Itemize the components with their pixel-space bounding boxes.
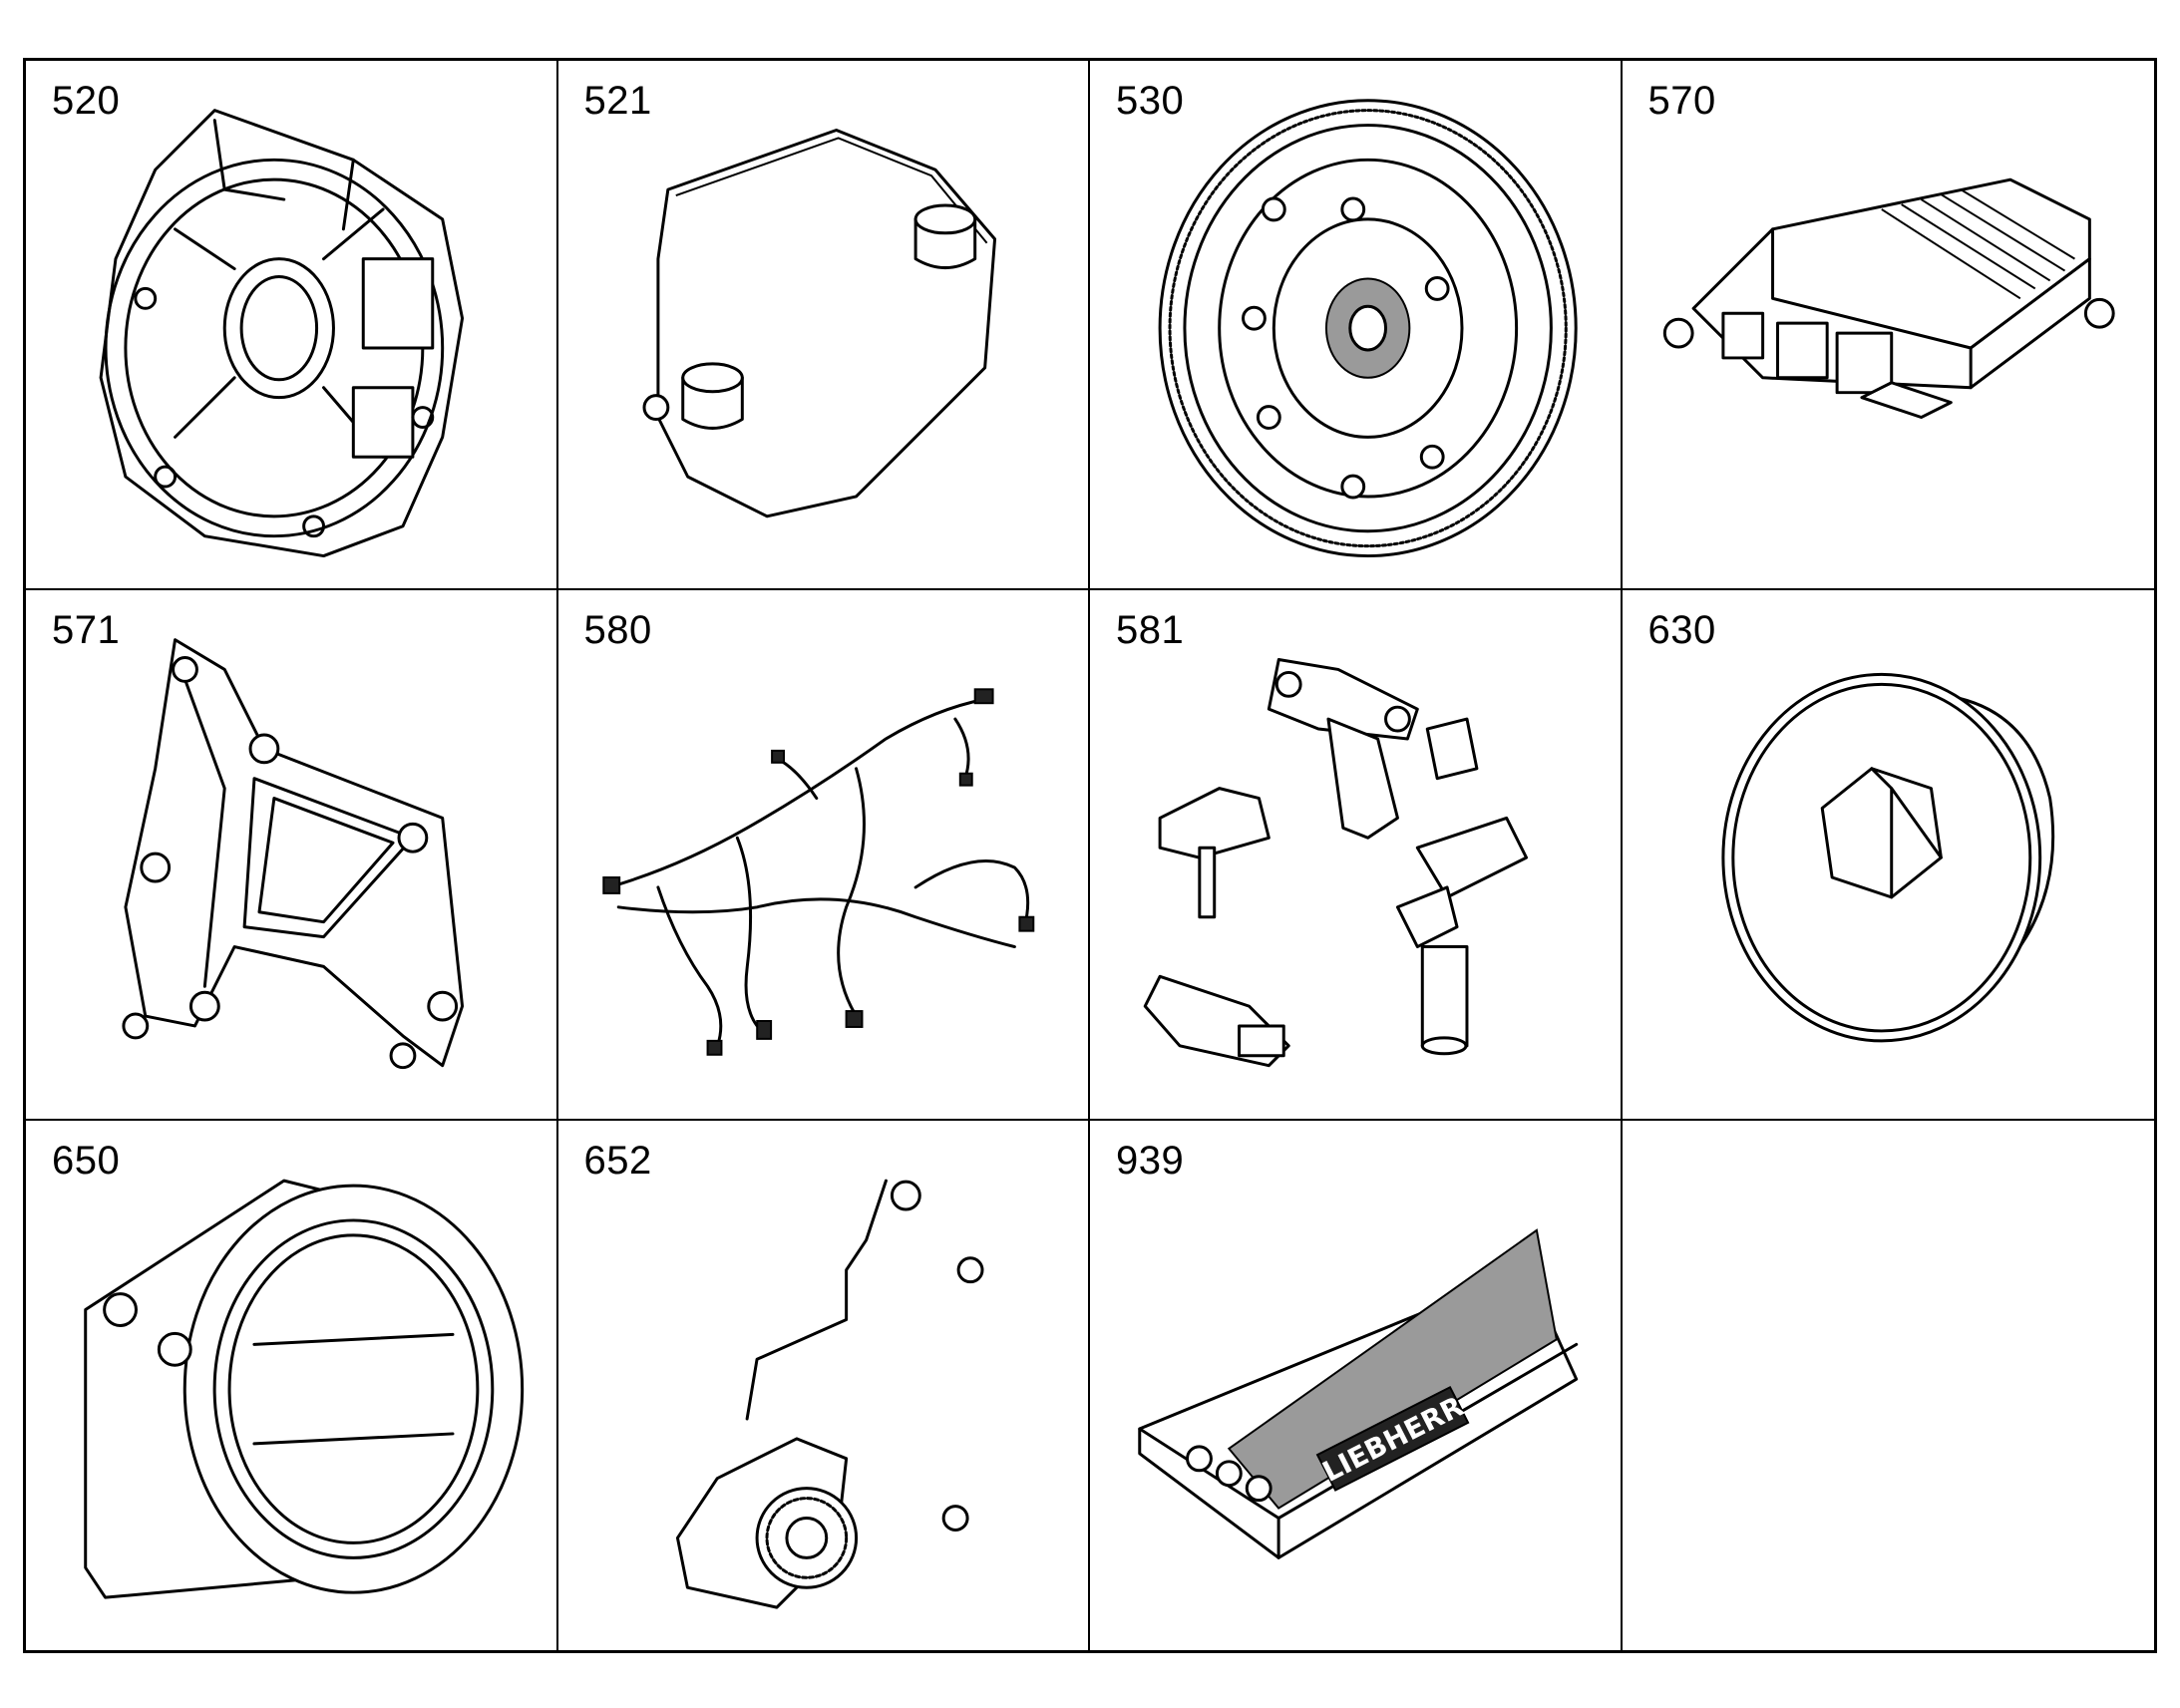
part-cell-521[interactable]: 521 [557, 61, 1090, 591]
parts-grid: 520 521 530 [23, 58, 2157, 1653]
part-number: 650 [52, 1138, 121, 1183]
part-number: 652 [583, 1138, 652, 1183]
part-cell-650[interactable]: 650 [26, 1120, 558, 1650]
part-number: 580 [583, 608, 652, 653]
part-number: 520 [52, 79, 121, 123]
part-number: 630 [1647, 608, 1716, 653]
part-cell-530[interactable]: 530 [1090, 61, 1623, 591]
part-cell-581[interactable]: 581 [1090, 590, 1623, 1121]
part-number: 521 [583, 79, 652, 123]
bracket-drawing [122, 638, 465, 1070]
part-cell-580[interactable]: 580 [557, 590, 1090, 1121]
part-number: 530 [1116, 79, 1185, 123]
sensors-drawing [1143, 658, 1529, 1068]
flywheel-housing-drawing [99, 109, 465, 558]
flywheel-drawing [1158, 99, 1578, 558]
screw-plug-drawing [1720, 673, 2054, 1043]
part-cell-939[interactable]: 939 LIEBHERR [1090, 1120, 1623, 1650]
water-pump-drawing [675, 1179, 983, 1609]
control-unit-drawing [1662, 177, 2115, 420]
part-number: 570 [1647, 79, 1716, 123]
part-number: 571 [52, 608, 121, 653]
cover-plate-drawing [642, 129, 996, 518]
pump-housing-drawing [84, 1179, 525, 1599]
part-cell-520[interactable]: 520 [26, 61, 558, 591]
tool-kit-drawing: LIEBHERR [1138, 1227, 1579, 1559]
part-cell-570[interactable]: 570 [1622, 61, 2154, 591]
part-cell-571[interactable]: 571 [26, 590, 558, 1121]
part-cell-652[interactable]: 652 [558, 1120, 1090, 1650]
part-number: 581 [1116, 608, 1185, 653]
part-number: 939 [1116, 1138, 1185, 1183]
part-cell-630[interactable]: 630 [1622, 590, 2154, 1121]
wiring-harness-drawing [601, 688, 1034, 1057]
empty-cell [1623, 1121, 2155, 1650]
